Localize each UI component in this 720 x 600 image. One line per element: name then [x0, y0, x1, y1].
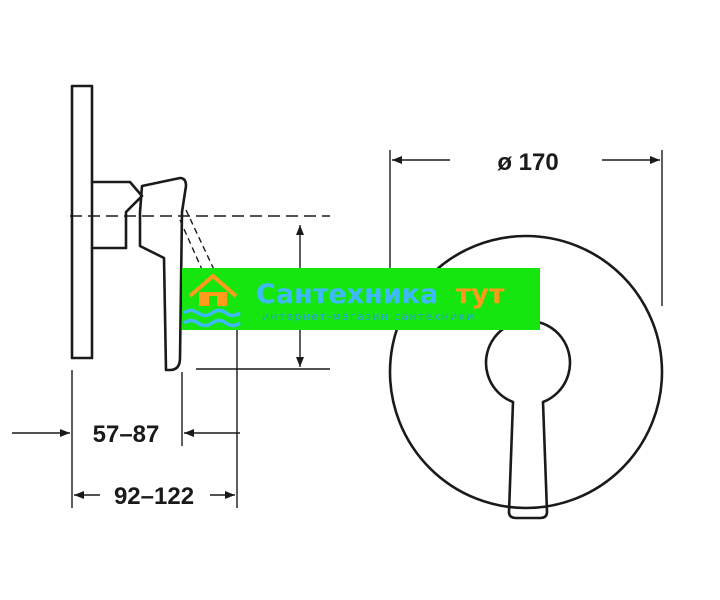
depth-long-label: 92–122	[114, 483, 194, 510]
watermark-subtitle: интернет-магазин сантехники	[262, 311, 475, 323]
depth-extension-lines	[71, 330, 238, 508]
watermark-title-accent: тут	[456, 279, 505, 310]
lever-handle-front	[484, 319, 572, 520]
lever-handle-side	[138, 176, 188, 372]
mixer-body	[90, 180, 144, 250]
side-view	[70, 84, 188, 372]
depth-short-label: 57–87	[93, 421, 160, 448]
house-and-waves-logo	[182, 274, 242, 328]
watermark-band	[182, 268, 540, 330]
watermark: Сантехника тут интернет-магазин сантехни…	[182, 268, 540, 330]
watermark-title: Сантехника тут	[256, 279, 505, 310]
wall-plate	[70, 84, 94, 360]
diameter-label: ø 170	[497, 149, 558, 176]
watermark-title-main: Сантехника	[256, 279, 438, 310]
